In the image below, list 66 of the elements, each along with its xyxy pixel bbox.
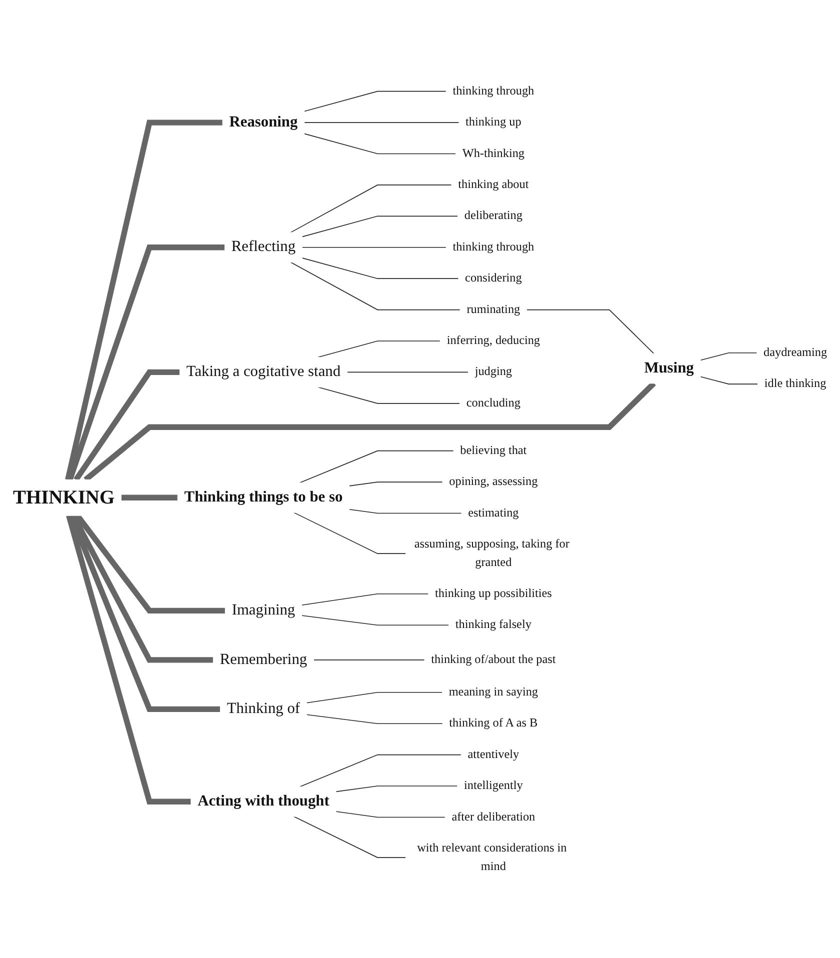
node-text: Remembering xyxy=(220,650,308,668)
connector xyxy=(335,786,458,792)
node-text: meaning in saying xyxy=(448,686,538,699)
node-text: Taking a cogitative stand xyxy=(186,363,341,380)
connector xyxy=(302,216,458,238)
node-text: considering xyxy=(465,272,522,285)
connector xyxy=(84,381,656,482)
node-text: idle thinking xyxy=(764,377,826,390)
connector xyxy=(304,90,447,112)
connector xyxy=(304,133,456,154)
connector xyxy=(306,714,444,724)
node-text: concluding xyxy=(466,396,520,410)
node-text: daydreaming xyxy=(764,346,828,360)
connector xyxy=(306,692,443,704)
connector xyxy=(526,309,654,354)
connector xyxy=(317,386,460,404)
connector xyxy=(302,246,447,248)
node-text: after deliberation xyxy=(452,810,536,824)
node-text: thinking of A as B xyxy=(449,716,538,730)
node-text: estimating xyxy=(468,506,519,520)
connector xyxy=(121,494,178,500)
node-text: Reasoning xyxy=(229,113,298,130)
connector xyxy=(346,372,469,373)
connector xyxy=(290,184,452,233)
connector xyxy=(335,811,446,818)
connector xyxy=(66,514,192,804)
node-text: with relevant considerations in mind xyxy=(417,842,567,873)
node-text: thinking up possibilities xyxy=(434,587,552,600)
node-text: thinking through xyxy=(452,240,534,254)
connector xyxy=(700,376,758,384)
node-text: Acting with thought xyxy=(198,792,330,810)
node-text: thinking about xyxy=(458,178,529,192)
connector xyxy=(75,514,226,614)
connector xyxy=(302,258,459,279)
connector xyxy=(348,482,444,486)
node-text: assuming, supposing, taking for granted xyxy=(414,538,570,569)
connector xyxy=(299,450,454,484)
connector xyxy=(74,369,180,482)
node-text: Thinking of xyxy=(226,700,300,718)
node-text: deliberating xyxy=(464,209,522,222)
connector xyxy=(293,816,406,858)
node-text: Thinking things to be so xyxy=(184,488,343,506)
node-text: intelligently xyxy=(464,779,523,792)
node-text: attentively xyxy=(468,748,520,762)
node-text: opining, assessing xyxy=(449,475,538,488)
connector xyxy=(304,122,460,123)
connector xyxy=(348,508,462,514)
node-text: thinking through xyxy=(452,84,534,98)
connector xyxy=(301,594,429,606)
connector xyxy=(290,262,461,310)
connector xyxy=(301,615,450,626)
connector xyxy=(293,512,406,554)
connector xyxy=(700,352,758,361)
node-text: thinking falsely xyxy=(455,618,532,632)
node-text: inferring, deducing xyxy=(446,334,540,348)
node-text: Reflecting xyxy=(231,238,296,256)
node-text: Imagining xyxy=(232,602,296,619)
node-text: thinking of/about the past xyxy=(431,653,556,666)
node-text: believing that xyxy=(460,444,527,458)
node-text: ruminating xyxy=(466,303,520,316)
node-text: judging xyxy=(474,366,512,378)
connector xyxy=(65,120,223,480)
node-text: Wh-thinking xyxy=(462,147,524,160)
connector xyxy=(317,340,441,358)
node-text: thinking up xyxy=(466,116,522,129)
connector xyxy=(299,754,462,788)
